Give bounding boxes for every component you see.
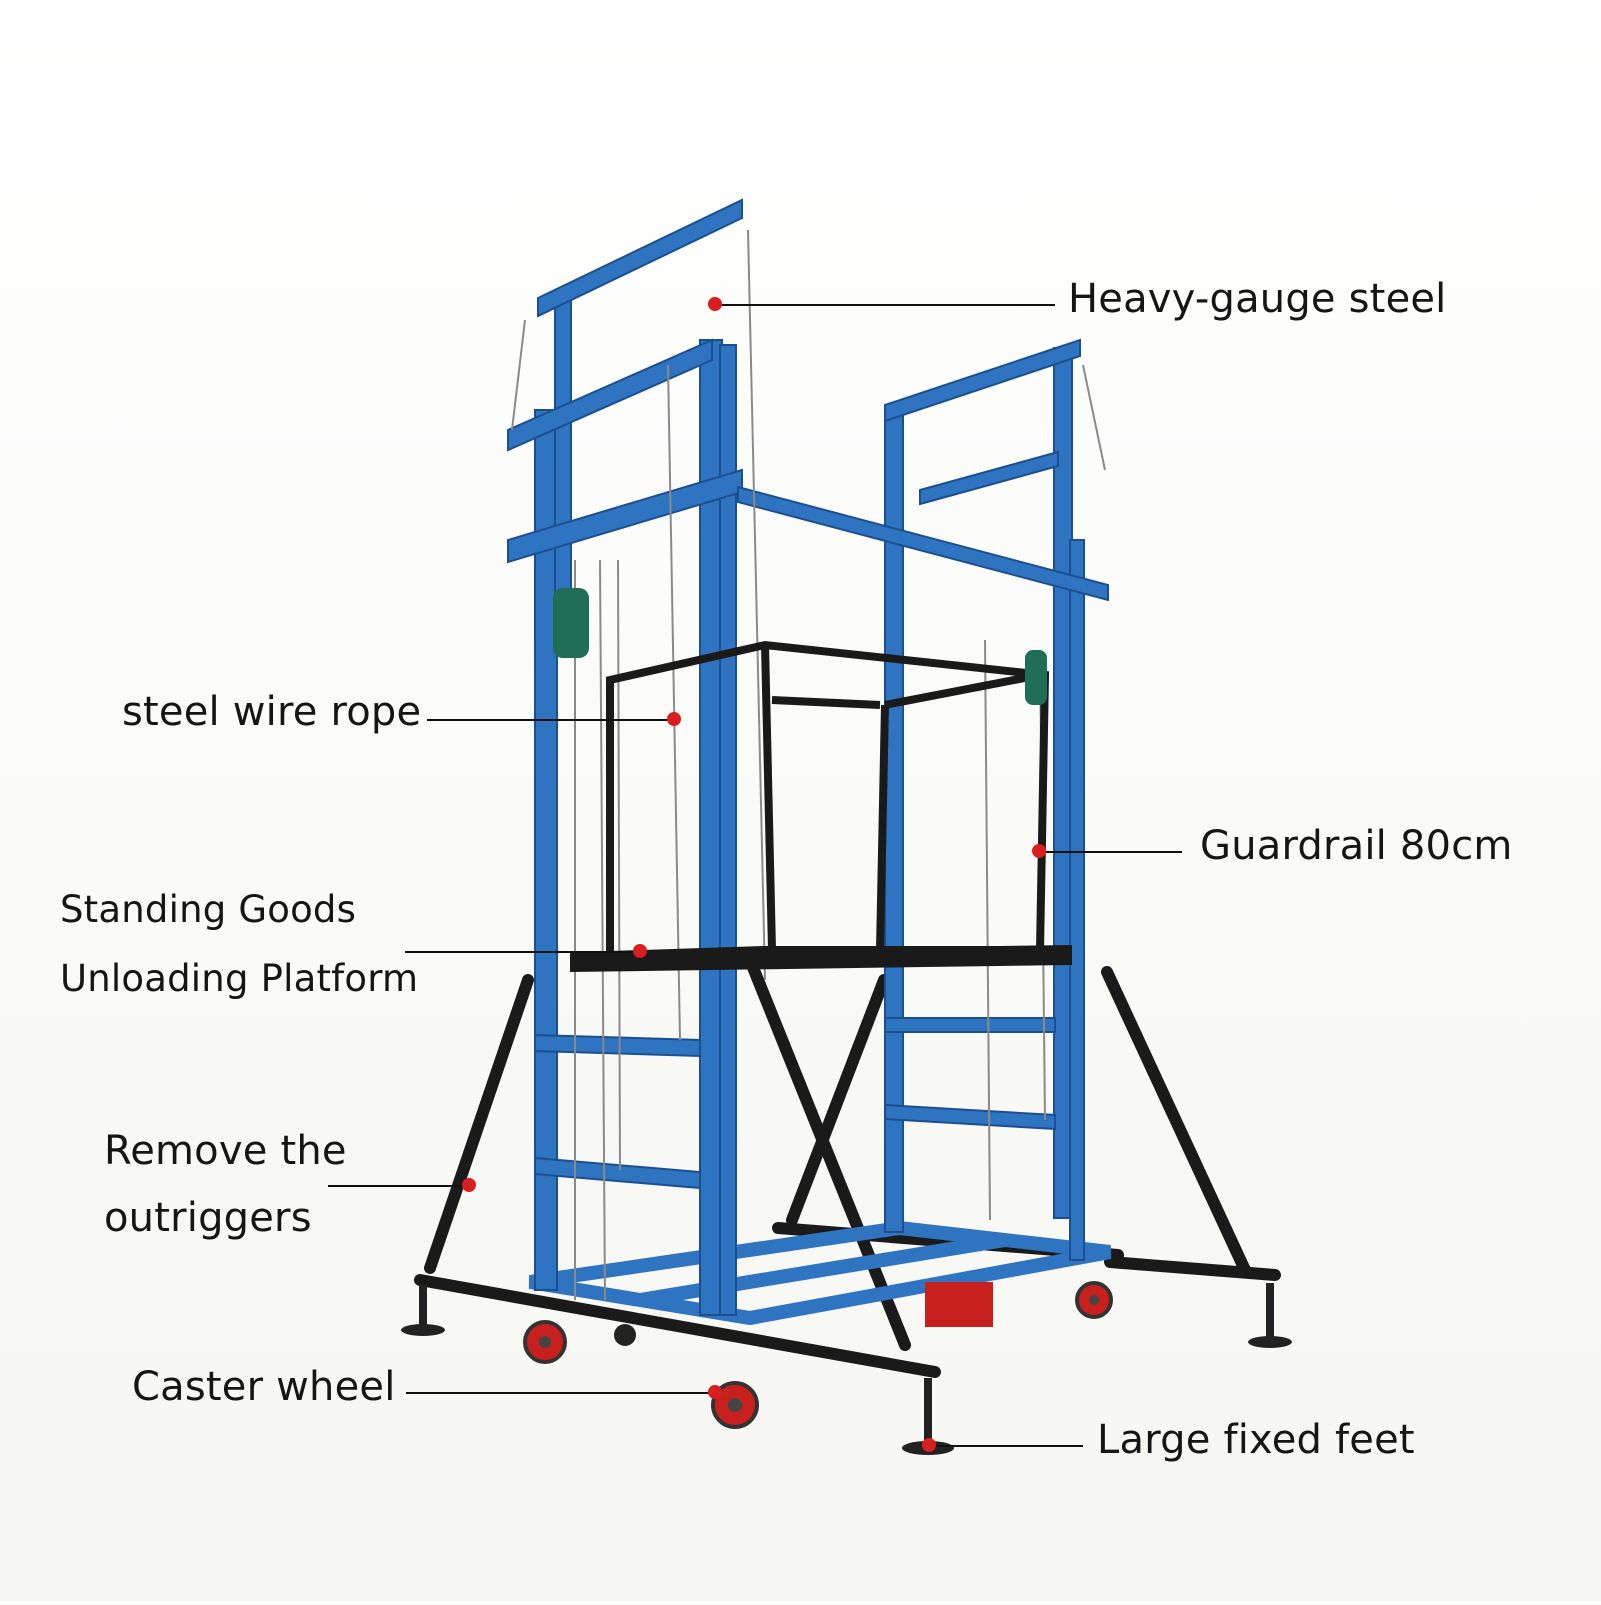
guardrail-leader bbox=[1042, 851, 1182, 853]
steel-wire-rope-label: steel wire rope bbox=[122, 689, 422, 735]
heavy-gauge-steel-leader bbox=[715, 304, 1055, 306]
platform-leader bbox=[405, 951, 640, 953]
fixed-feet bbox=[401, 1283, 1292, 1455]
guardrail-marker bbox=[1032, 844, 1046, 858]
platform-label-line1: Standing Goods bbox=[60, 888, 357, 931]
outriggers-label-line1: Remove the bbox=[104, 1128, 347, 1174]
heavy-gauge-steel-label: Heavy-gauge steel bbox=[1068, 276, 1447, 322]
outriggers-marker bbox=[462, 1178, 476, 1192]
caster-wheels bbox=[523, 1281, 1113, 1429]
caster-wheel-label: Caster wheel bbox=[132, 1364, 396, 1410]
platform-deck bbox=[570, 945, 1072, 972]
caster-wheel-marker bbox=[708, 1385, 722, 1399]
outriggers-label-line2: outriggers bbox=[104, 1195, 312, 1241]
platform-marker bbox=[633, 944, 647, 958]
mast-frames bbox=[507, 198, 1109, 1316]
fixed-feet-marker bbox=[922, 1438, 936, 1452]
winches bbox=[553, 588, 1047, 705]
steel-wire-rope-leader bbox=[427, 719, 674, 721]
fixed-feet-label: Large fixed feet bbox=[1097, 1417, 1415, 1463]
outriggers-leader bbox=[328, 1185, 468, 1187]
fixed-feet-leader bbox=[933, 1445, 1083, 1447]
caster-wheel-leader bbox=[406, 1392, 716, 1394]
guardrail-label: Guardrail 80cm bbox=[1200, 823, 1513, 869]
platform-label-line2: Unloading Platform bbox=[60, 957, 419, 1000]
heavy-gauge-steel-marker bbox=[708, 297, 722, 311]
steel-wire-rope-marker bbox=[667, 712, 681, 726]
